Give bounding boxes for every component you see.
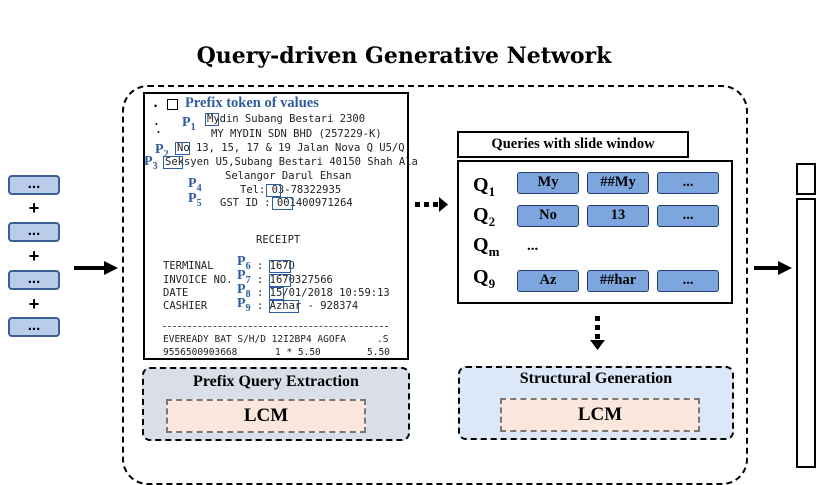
prefix-token-box-8 bbox=[269, 287, 284, 300]
prefix-label-5: P5 bbox=[188, 191, 202, 209]
receipt-line-20: 1 * 5.50 bbox=[275, 347, 321, 358]
prefix-token-box-3 bbox=[163, 156, 183, 169]
lcm-box-left: LCM bbox=[166, 399, 366, 433]
receipt-line-1: Mydin Subang Bestari 2300 bbox=[207, 113, 366, 125]
receipt-line-14: : 15/01/2018 10:59:13 bbox=[257, 287, 390, 299]
network-outline bbox=[122, 85, 748, 485]
dotted-arrow-down bbox=[590, 316, 605, 350]
output-box-top bbox=[796, 163, 816, 195]
receipt-line-21: 5.50 bbox=[367, 347, 390, 358]
receipt-line-15: CASHIER bbox=[163, 300, 208, 312]
query-chip-1-3: ... bbox=[657, 172, 719, 194]
receipt-line-12: : 1670327566 bbox=[257, 274, 333, 286]
receipt-line-18: .S bbox=[377, 334, 389, 345]
query-chip-9-1: Az bbox=[517, 270, 579, 292]
prefix-label-8: P8 bbox=[237, 282, 251, 300]
receipt-line-16: : Azhar - 928374 bbox=[257, 300, 359, 312]
diagram-title: Query-driven Generative Network bbox=[196, 43, 612, 69]
input-chip-1: ... bbox=[8, 175, 60, 195]
query-label-1: Q1 bbox=[473, 174, 496, 199]
prefix-label-3: P3 bbox=[144, 154, 158, 172]
structural-generation-title: Structural Generation bbox=[519, 370, 673, 387]
query-chip-2-3: ... bbox=[657, 205, 719, 227]
query-label-m: Qm bbox=[473, 234, 500, 259]
input-arrow bbox=[74, 261, 118, 275]
query-chip-9-2: ##har bbox=[587, 270, 649, 292]
input-chip-2: ... bbox=[8, 222, 60, 242]
receipt-line-10: : 167D bbox=[257, 260, 295, 272]
query-chip-2-1: No bbox=[517, 205, 579, 227]
prefix-token-box-5 bbox=[272, 197, 293, 210]
receipt-line-8: RECEIPT bbox=[256, 234, 301, 246]
prefix-label-4: P4 bbox=[188, 176, 202, 194]
output-arrow bbox=[754, 261, 792, 275]
receipt-line-19: 9556500903668 bbox=[163, 347, 238, 358]
lcm-box-right: LCM bbox=[500, 398, 700, 432]
prefix-label-1: P1 bbox=[182, 115, 196, 133]
input-chip-4: ... bbox=[8, 317, 60, 337]
output-box-main bbox=[796, 198, 816, 468]
queries-title: Queries with slide window bbox=[457, 131, 689, 158]
dotted-arrow-right bbox=[415, 195, 449, 220]
query-label-2: Q2 bbox=[473, 204, 496, 229]
query-chip-1-2: ##My bbox=[587, 172, 649, 194]
receipt-line-7: GST ID : 001400971264 bbox=[220, 197, 353, 209]
receipt-image: • Prefix token of values • • P1 Mydin Su… bbox=[143, 92, 418, 360]
receipt-divider bbox=[163, 326, 388, 327]
prefix-token-box-9 bbox=[269, 300, 299, 313]
prefix-token-box-7 bbox=[269, 274, 291, 287]
receipt-line-9: TERMINAL bbox=[163, 260, 214, 272]
plus-sign-1: + bbox=[28, 198, 40, 218]
query-ellipsis: ... bbox=[527, 238, 539, 254]
bullet-dot: • bbox=[154, 101, 158, 111]
receipt-line-11: INVOICE NO. bbox=[163, 274, 233, 286]
prefix-query-extraction-panel: Prefix Query Extraction LCM bbox=[142, 367, 410, 441]
prefix-label-7: P7 bbox=[237, 268, 251, 286]
query-chip-1-1: My bbox=[517, 172, 579, 194]
prefix-label-9: P9 bbox=[237, 296, 251, 314]
receipt-line-13: DATE bbox=[163, 287, 189, 299]
receipt-line-17: EVEREADY BAT S/H/D 12I2BP4 AGOFA bbox=[163, 334, 347, 345]
prefix-label-2: P2 bbox=[155, 142, 169, 160]
prefix-token-box-1 bbox=[205, 113, 219, 126]
queries-panel: Q1 My ##My ... Q2 No 13 ... Qm ... Q9 Az… bbox=[457, 160, 733, 304]
receipt-line-6: Tel: 03-78322935 bbox=[240, 184, 342, 196]
input-chip-3: ... bbox=[8, 270, 60, 290]
plus-sign-3: + bbox=[28, 294, 40, 314]
receipt-mark: • bbox=[155, 120, 158, 129]
plus-sign-2: + bbox=[28, 246, 40, 266]
prefix-token-box-4 bbox=[266, 184, 281, 197]
legend-label: Prefix token of values bbox=[185, 95, 319, 111]
legend-box-icon bbox=[167, 99, 178, 110]
prefix-token-box-6 bbox=[269, 260, 291, 273]
prefix-query-extraction-title: Prefix Query Extraction bbox=[193, 373, 359, 390]
query-chip-2-2: 13 bbox=[587, 205, 649, 227]
prefix-label-6: P6 bbox=[237, 254, 251, 272]
query-label-9: Q9 bbox=[473, 266, 496, 291]
input-stack: ... + ... + ... + ... bbox=[0, 170, 70, 350]
receipt-line-2: MY MYDIN SDN BHD (257229-K) bbox=[211, 128, 382, 140]
receipt-line-5: Selangor Darul Ehsan bbox=[225, 170, 352, 182]
query-chip-9-3: ... bbox=[657, 270, 719, 292]
receipt-line-4: Seksyen U5,Subang Bestari 40150 Shah Ala bbox=[165, 156, 418, 168]
structural-generation-panel: Structural Generation LCM bbox=[458, 366, 734, 440]
receipt-mark-2: • bbox=[157, 128, 160, 137]
prefix-token-box-2 bbox=[175, 142, 190, 155]
receipt-line-3: No 13, 15, 17 & 19 Jalan Nova Q U5/Q, bbox=[177, 142, 411, 154]
